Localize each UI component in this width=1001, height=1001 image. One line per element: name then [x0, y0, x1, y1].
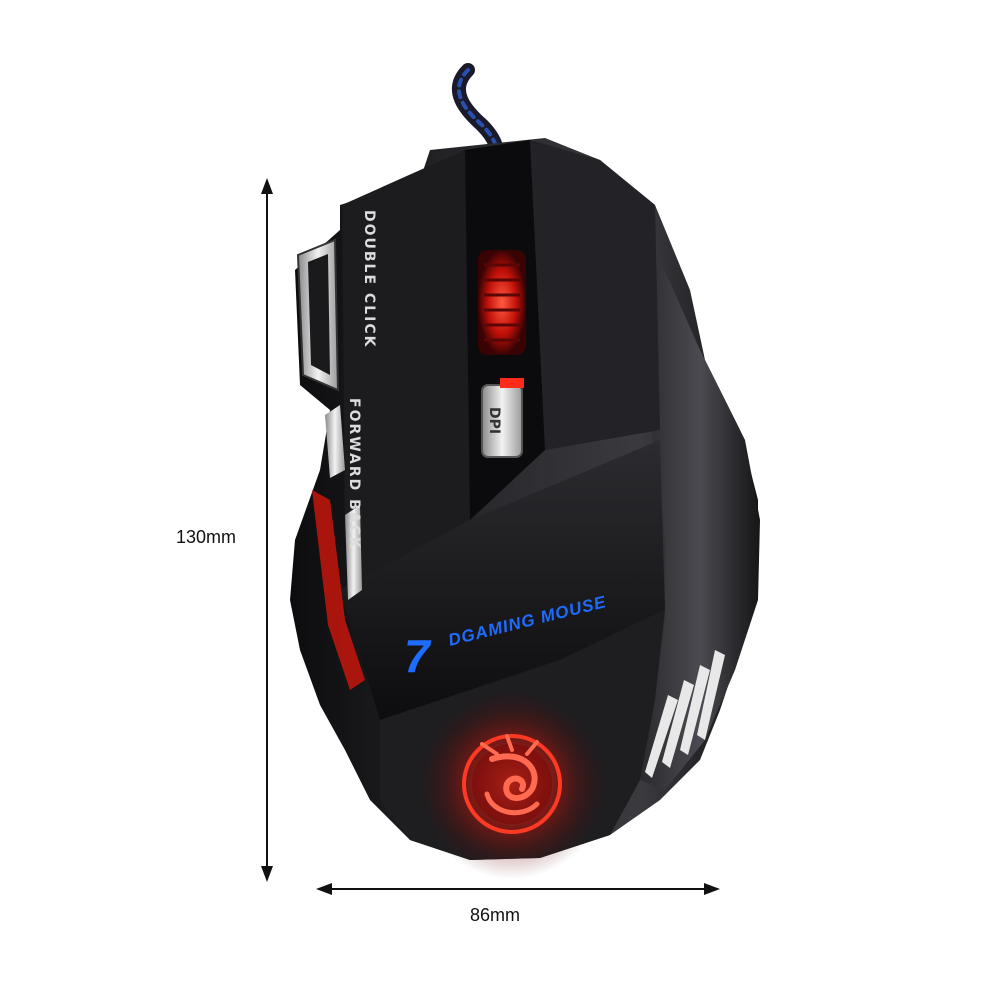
side-vents [645, 650, 725, 778]
width-dimension-label: 86mm [470, 905, 521, 925]
dpi-label: DPI [486, 407, 502, 434]
double-click-label: DOUBLE CLICK [361, 210, 377, 348]
model-number: 7 [404, 630, 432, 682]
forward-back-label: FORWARD BACK [346, 398, 362, 550]
side-button-forward [325, 405, 345, 478]
scroll-wheel [478, 250, 526, 355]
side-button-back [345, 505, 362, 600]
height-dimension-arrow [261, 178, 273, 882]
dragon-logo-icon [462, 734, 562, 834]
width-dimension-arrow [316, 883, 720, 895]
height-dimension-label: 130mm [176, 527, 237, 547]
